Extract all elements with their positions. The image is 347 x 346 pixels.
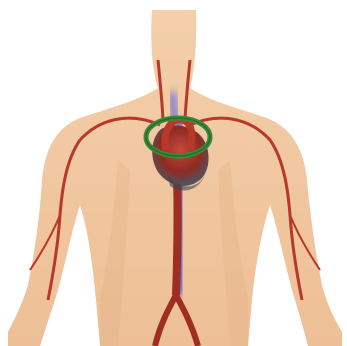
torso-illustration — [0, 0, 347, 346]
illustration-canvas — [0, 0, 347, 346]
